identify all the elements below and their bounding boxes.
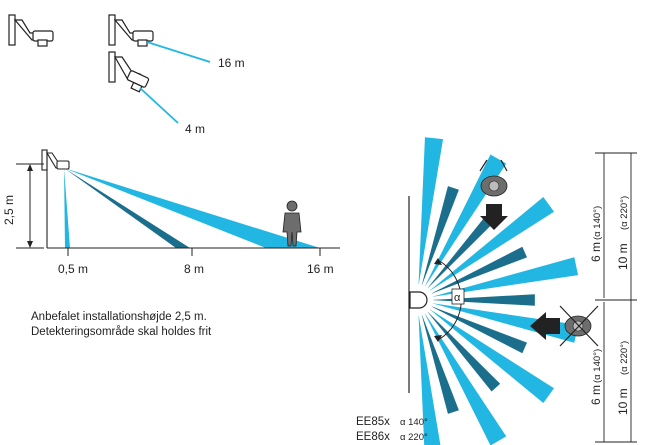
- upper-10m-label: 10 m: [616, 243, 630, 270]
- legend-angle-2: α 220°: [400, 432, 428, 443]
- tick-label-16m: 16 m: [307, 262, 334, 276]
- tick-label-0-5m: 0,5 m: [58, 262, 88, 276]
- fan-beam-short: [421, 315, 459, 414]
- height-label: 2,5 m: [2, 195, 16, 225]
- beam-mid: [64, 168, 190, 248]
- sensor-sketch-1: [8, 14, 54, 47]
- fan-beam-long: [429, 196, 555, 291]
- person-walking-left: [530, 305, 599, 347]
- range-label-4m: 4 m: [185, 122, 205, 136]
- upper-6m-label: 6 m: [589, 242, 603, 262]
- wall-sensor: [41, 149, 70, 171]
- range-line-4m: [139, 87, 179, 124]
- fan-beam-long: [418, 137, 444, 285]
- legend-model-2: EE86x: [356, 431, 390, 443]
- fan-beam-short: [421, 186, 459, 285]
- lower-10m-label: 10 m: [616, 388, 630, 415]
- lower-10m-angle: (α 220°): [619, 341, 630, 375]
- range-label-16m: 16 m: [218, 56, 245, 70]
- upper-6m-angle: (α 140°): [592, 206, 603, 240]
- lower-6m-label: 6 m: [589, 385, 603, 405]
- angle-symbol: α: [454, 292, 461, 304]
- tick-label-8m: 8 m: [184, 262, 204, 276]
- fan-sensor: [409, 291, 428, 309]
- lower-6m-angle: (α 140°): [592, 349, 603, 383]
- beam-near: [64, 168, 70, 248]
- upper-10m-angle: (α 220°): [619, 196, 630, 230]
- beam-far: [64, 168, 320, 248]
- range-line-16m: [146, 41, 211, 63]
- fan-beam-long: [418, 315, 441, 445]
- fan-beam-long: [429, 309, 555, 404]
- fan-beam-short: [431, 246, 528, 294]
- fan-beam-long: [432, 257, 579, 297]
- fan-beam-short: [431, 306, 528, 354]
- side-view: 2,5 m 0,5 m 8 m 16 m: [2, 149, 340, 276]
- detection-fan: [418, 137, 579, 445]
- sensor-sketch-2: [108, 14, 154, 47]
- person-figure: [282, 200, 302, 247]
- fan-beam-short: [427, 208, 501, 289]
- fan-beam-short: [432, 294, 535, 306]
- caption-line-2: Detekteringsområde skal holdes frit: [31, 326, 212, 338]
- fan-beam-short: [427, 311, 501, 392]
- legend-model-1: EE85x: [356, 416, 390, 428]
- legend-angle-1: α 140°: [400, 417, 428, 428]
- fan-beam-long: [424, 313, 507, 445]
- person-walking-down: [479, 159, 508, 230]
- sensor-sketch-3: [108, 51, 150, 93]
- top-view: α 6 m (α 140°) 10 m (α 220°) 6 m (α 140°…: [408, 137, 637, 445]
- caption-line-1: Anbefalet installationshøjde 2,5 m.: [31, 311, 207, 323]
